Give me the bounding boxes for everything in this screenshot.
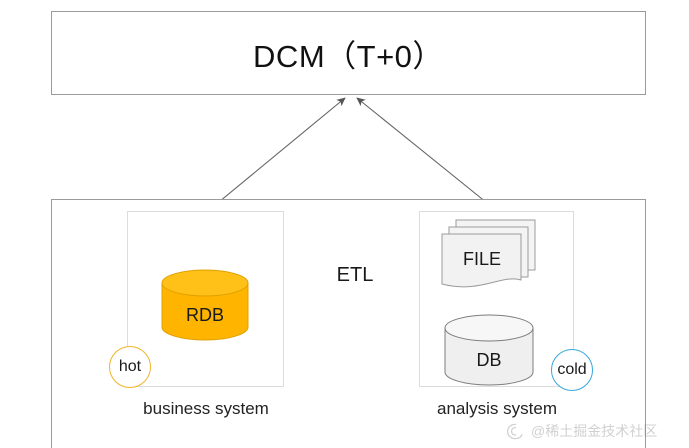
rdb-cylinder-shape: RDB — [161, 269, 249, 341]
badge-hot: hot — [109, 346, 151, 388]
db-label: DB — [476, 350, 502, 370]
file-stack-shape: FILE — [440, 218, 540, 296]
dcm-title: DCM（T+0） — [253, 38, 444, 74]
label-analysis-system: analysis system — [437, 399, 557, 418]
watermark: @稀土掘金技术社区 — [506, 421, 657, 441]
dcm-box: DCM（T+0） — [51, 11, 646, 95]
badge-cold-label: cold — [557, 361, 587, 378]
watermark-logo-icon — [506, 423, 523, 439]
file-label: FILE — [462, 249, 501, 269]
watermark-text: @稀土掘金技术社区 — [531, 423, 658, 439]
arrow-analysis-to-dcm — [356, 97, 498, 212]
rdb-label: RDB — [185, 305, 224, 325]
arrow-business-to-dcm — [207, 97, 346, 212]
label-business-system: business system — [143, 399, 269, 418]
etl-label: ETL — [336, 264, 374, 286]
badge-cold: cold — [551, 349, 593, 391]
badge-hot-label: hot — [118, 358, 142, 375]
db-cylinder-shape: DB — [444, 314, 534, 386]
